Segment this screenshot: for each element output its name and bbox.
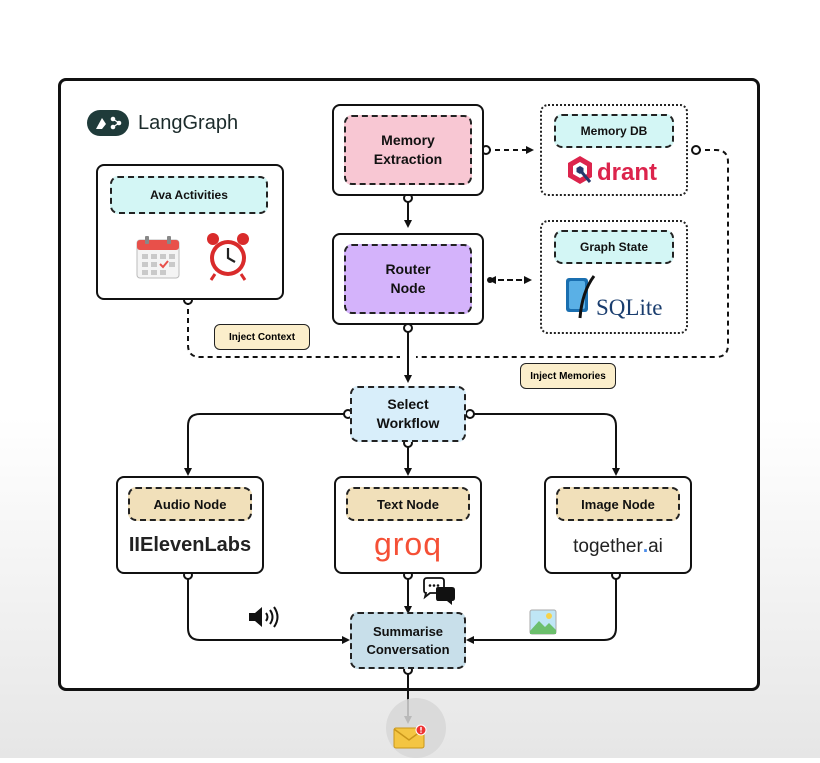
speaker-icon: [247, 604, 281, 635]
qdrant-logo-icon: [566, 154, 594, 191]
memory-db-store: Memory DB drant: [540, 104, 688, 196]
select-workflow-node: Select Workflow: [350, 386, 466, 442]
graph-state-label: Graph State: [554, 230, 674, 264]
elevenlabs-logo: IIElevenLabs: [128, 534, 252, 556]
memory-db-label: Memory DB: [554, 114, 674, 148]
graph-state-store: Graph State SQLite: [540, 220, 688, 334]
audio-node-label: Audio Node: [128, 487, 252, 521]
langgraph-logo: LangGraph: [87, 110, 238, 136]
image-node-label: Image Node: [556, 487, 680, 521]
ava-activities-panel: Ava Activities: [96, 164, 284, 300]
router-node: Router Node: [332, 233, 484, 325]
memory-extraction-label: Memory Extraction: [344, 115, 472, 185]
sqlite-logo: SQLite: [564, 274, 662, 325]
alarm-clock-icon: [204, 230, 252, 287]
text-node-label: Text Node: [346, 487, 470, 521]
summarise-conversation-node: Summarise Conversation: [350, 612, 466, 669]
qdrant-logo: drant: [566, 154, 657, 191]
calendar-icon: [135, 234, 181, 285]
inject-context-tag: Inject Context: [214, 324, 310, 350]
langgraph-wordmark: LangGraph: [138, 111, 239, 134]
together-ai-logo: together.ai: [573, 536, 663, 557]
memory-extraction-node: Memory Extraction: [332, 104, 484, 196]
picture-icon: [529, 609, 557, 640]
image-node: Image Node together.ai: [544, 476, 692, 574]
audio-node: Audio Node IIElevenLabs: [116, 476, 264, 574]
qdrant-wordmark: drant: [597, 158, 657, 186]
inject-memories-tag: Inject Memories: [520, 363, 616, 389]
text-node: Text Node groq: [334, 476, 482, 574]
email-notification-icon: [386, 698, 446, 758]
langgraph-logo-icon: [87, 110, 129, 136]
ava-activities-label: Ava Activities: [110, 176, 268, 214]
sqlite-logo-icon: [564, 274, 598, 325]
groq-logo: groq: [373, 526, 443, 562]
sqlite-wordmark: SQLite: [596, 295, 663, 320]
router-node-label: Router Node: [344, 244, 472, 314]
chat-bubbles-icon: [421, 577, 457, 612]
